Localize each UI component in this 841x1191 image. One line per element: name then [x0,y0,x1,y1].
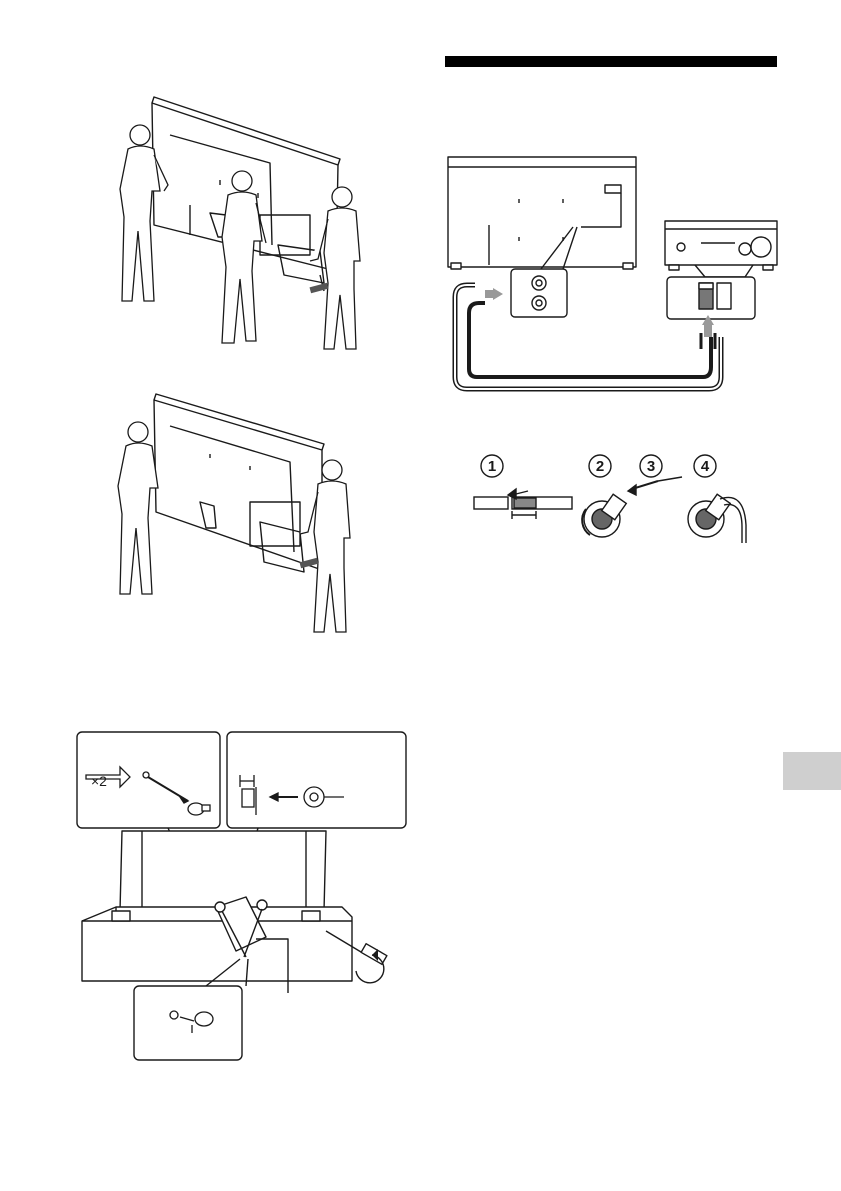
tv-back-panel [154,400,322,570]
wall-mount-bracket-figure [76,731,408,1063]
section-side-tab [783,752,841,790]
screw-quantity-label: ×2 [91,774,107,788]
step-1-number: 1 [488,458,496,475]
section-heading-bar [445,56,777,67]
step-4-number: 4 [701,458,710,475]
carry-illustration-two-people [110,392,380,640]
wire-connection-steps: 1 2 3 4 [472,453,762,545]
step-2-number: 2 [596,458,604,475]
carry-illustration-four-people [110,95,380,360]
callout-screw-detail [134,986,242,1060]
step-3-number: 3 [647,458,655,475]
person-figure [118,422,158,594]
speaker-connection-diagram [445,155,780,395]
tv-rear-panel [448,157,636,267]
